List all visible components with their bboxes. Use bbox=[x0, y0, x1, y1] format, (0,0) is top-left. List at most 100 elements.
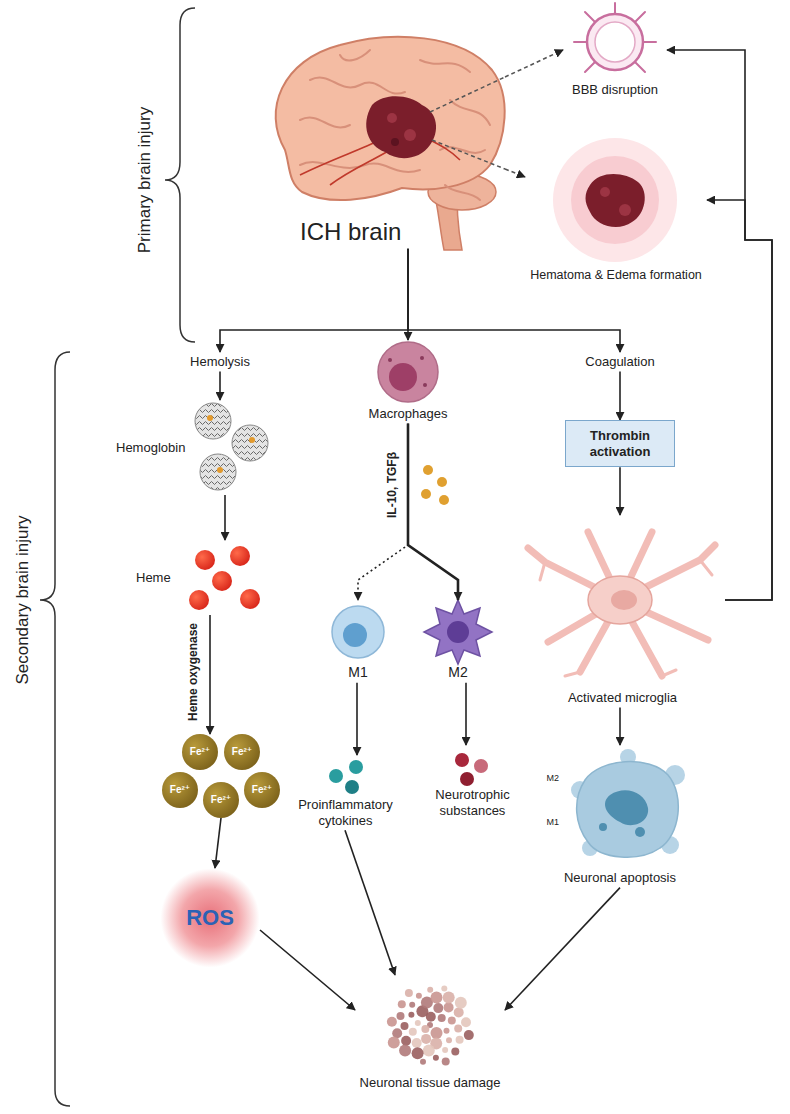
cytokine-node: Proinflammatory cytokines bbox=[283, 755, 408, 830]
macrophage-node: Macrophages bbox=[350, 340, 466, 424]
tissue-damage-part bbox=[456, 1036, 464, 1044]
bbb-icon-part-part bbox=[585, 12, 595, 22]
m2-cell bbox=[424, 600, 492, 664]
tissue-damage-part bbox=[431, 991, 443, 1003]
tissue-damage-part bbox=[399, 1045, 411, 1057]
tissue-damage-part bbox=[388, 1037, 400, 1049]
node-text: Heme bbox=[136, 570, 171, 586]
tissue-damage-part bbox=[397, 1012, 405, 1020]
brain-illustration-part bbox=[300, 50, 490, 200]
step-label-node: Hemolysis bbox=[172, 352, 268, 372]
neurotrophic-node: Neurotrophic substances bbox=[420, 745, 525, 820]
flow-arrow bbox=[260, 930, 355, 1010]
tissue-damage-part bbox=[423, 1045, 435, 1057]
process-box: Thrombin activation bbox=[565, 420, 675, 467]
node-text: Fe²⁺ bbox=[252, 784, 272, 796]
iron-ion: Fe²⁺ bbox=[244, 772, 280, 808]
flow-arrow bbox=[209, 615, 211, 734]
tissue-damage-part bbox=[444, 1002, 454, 1012]
tissue-damage-part bbox=[409, 1028, 417, 1036]
tissue-damage-part bbox=[433, 1055, 439, 1061]
hematoma-icon-part bbox=[571, 156, 659, 244]
proinflammatory-dots bbox=[329, 760, 363, 794]
heme-circles-part bbox=[230, 546, 250, 566]
microglia-cell-part bbox=[528, 532, 715, 676]
bracket-part bbox=[165, 8, 195, 342]
microglia-cell-part-part bbox=[700, 560, 712, 575]
tissue-damage-part bbox=[401, 1022, 409, 1030]
node-text: Neuronal apoptosis bbox=[544, 870, 696, 886]
neurotrophic-dots-part bbox=[474, 759, 488, 773]
node-text: Fe²⁺ bbox=[170, 784, 190, 796]
microglia-cell-part-part bbox=[662, 670, 676, 676]
callout-label: M2 bbox=[547, 773, 560, 783]
tissue-damage-part bbox=[421, 1034, 431, 1044]
proinflammatory-dots-part bbox=[345, 780, 359, 794]
m1-cell bbox=[332, 606, 384, 658]
brain-illustration-part-part bbox=[310, 78, 405, 94]
node-text: M2 bbox=[424, 664, 492, 681]
microglia-cell-part-part bbox=[565, 672, 580, 676]
cytokine-dots bbox=[421, 465, 449, 505]
node-text: ROS bbox=[186, 905, 234, 931]
node-text: BBB disruption bbox=[567, 82, 663, 98]
tissue-damage-part bbox=[401, 1036, 411, 1046]
hemoglobin-molecules bbox=[195, 403, 268, 490]
neurotrophic-dots-part bbox=[455, 753, 469, 767]
macrophage-cell-part bbox=[378, 342, 438, 402]
flow-arrow bbox=[505, 50, 563, 77]
brain-illustration-part bbox=[430, 77, 505, 169]
bbb-icon-part bbox=[587, 14, 643, 70]
brain-illustration-part-part bbox=[430, 140, 460, 160]
microglia-node: Activated microglia bbox=[520, 515, 725, 708]
bbb-icon-part-part bbox=[614, 3, 616, 14]
heme-circles-part bbox=[212, 571, 232, 591]
hemoglobin-molecules-part bbox=[217, 467, 223, 473]
hematoma-icon-part bbox=[553, 138, 677, 262]
flow-arrow bbox=[505, 169, 525, 177]
node-text: Proinflammatory cytokines bbox=[287, 797, 404, 828]
heme-node: Heme bbox=[120, 540, 270, 615]
tissue-damage-part bbox=[455, 997, 467, 1009]
microglia-cell-part-part bbox=[540, 562, 545, 580]
macrophage-cell-part bbox=[388, 358, 392, 362]
callout-label: M1 bbox=[547, 817, 560, 827]
tissue-damage-part bbox=[461, 1017, 471, 1027]
neurotrophic-dots-part bbox=[460, 772, 474, 786]
tissue-damage bbox=[387, 985, 474, 1065]
bbb-icon-part-part bbox=[635, 62, 645, 72]
brain-illustration-part-part bbox=[430, 77, 505, 112]
apoptotic-neuron-part bbox=[635, 827, 645, 837]
cytokine-dots-part bbox=[421, 489, 431, 499]
hematoma-icon bbox=[553, 138, 677, 262]
tissue-damage-part bbox=[454, 1025, 462, 1033]
brain-illustration-part-part bbox=[300, 140, 380, 175]
brain-illustration-part-part bbox=[340, 50, 370, 60]
heme-circles-part bbox=[195, 550, 215, 570]
brain-node: ICH brain bbox=[265, 40, 505, 249]
node-text: Hemoglobin bbox=[116, 440, 185, 456]
macrophage-cell bbox=[378, 342, 438, 402]
tissue-damage-part bbox=[409, 1002, 415, 1008]
node-text: Activated microglia bbox=[524, 690, 721, 706]
m1-node: M1 bbox=[322, 600, 394, 683]
tissue-damage-part bbox=[421, 1025, 429, 1033]
flow-arrow bbox=[465, 683, 467, 745]
tissue-damage-part bbox=[441, 985, 447, 991]
hemoglobin-molecules-part bbox=[232, 425, 268, 461]
brain-illustration-part-part bbox=[330, 150, 390, 185]
flow-arrow bbox=[619, 708, 621, 745]
m2-node: M2 bbox=[420, 600, 496, 683]
apoptotic-neuron-part bbox=[577, 762, 679, 858]
flow-arrow bbox=[220, 249, 408, 352]
bbb-icon bbox=[574, 3, 656, 72]
cytokine-dots-part bbox=[437, 477, 447, 487]
bbb-icon-part bbox=[574, 3, 656, 72]
step-label-node: Coagulation bbox=[572, 352, 668, 372]
proinflammatory-dots-part bbox=[329, 769, 343, 783]
tissue-damage-part bbox=[415, 1020, 421, 1026]
flow-arrow bbox=[619, 467, 621, 515]
section-label: IL-10, TGFβ bbox=[385, 452, 399, 518]
flow-arrow bbox=[215, 818, 221, 868]
